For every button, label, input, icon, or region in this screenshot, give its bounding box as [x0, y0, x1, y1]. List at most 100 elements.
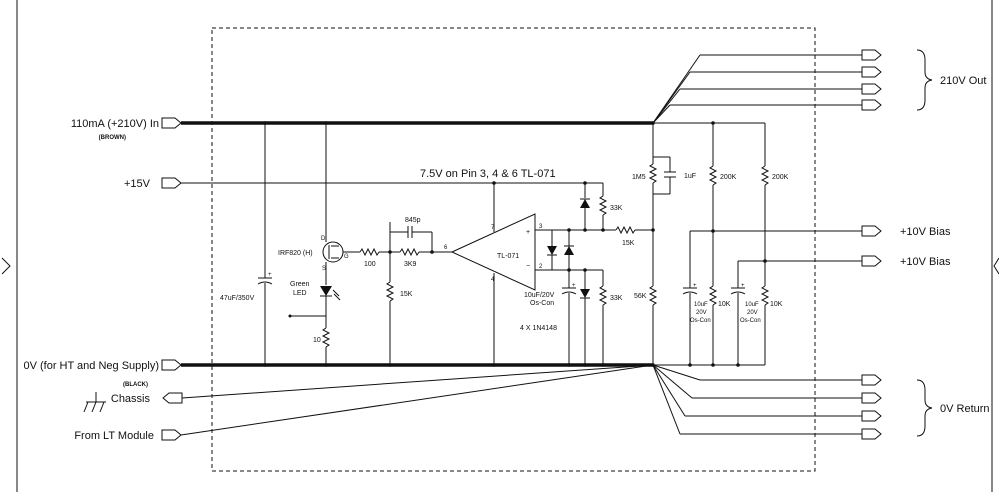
- label-led-line: LED: [293, 290, 307, 297]
- connector-zero-return: [861, 374, 882, 440]
- label-diodes: 4 X 1N4148: [520, 325, 557, 332]
- label-zero-return: 0V Return: [940, 403, 990, 415]
- diode-mid-right: [564, 230, 574, 270]
- label-chassis: Chassis: [111, 393, 151, 405]
- label-r-200k-b: 200K: [772, 174, 789, 181]
- label-c-os-b: 10uF 20V Os-Con: [690, 302, 711, 324]
- label-pin-4: 4: [491, 277, 495, 283]
- svg-text:+: +: [268, 272, 272, 278]
- label-c-os: 10uF/20V Os-Con: [524, 292, 556, 307]
- hv-out-fan: [652, 54, 862, 124]
- label-c-main: 47uF/350V: [220, 295, 255, 302]
- label-pin-2: 2: [539, 264, 543, 270]
- label-c-os-c: 10uF 20V Os-Con: [740, 302, 761, 324]
- resistor-1m5: [648, 163, 658, 184]
- label-r-15k-b: 15K: [622, 240, 635, 247]
- label-r-15k-a: 15K: [400, 291, 413, 298]
- label-r-10k-b: 10K: [770, 301, 783, 308]
- label-mosfet: IRF820 (H): [278, 250, 313, 257]
- label-pin-3: 3: [539, 224, 543, 230]
- sheet-marker-left: [1, 257, 11, 275]
- label-c-os-c-line: Os-Con: [740, 318, 761, 324]
- label-c-os-c-line: 10uF: [745, 302, 759, 308]
- connector-bias-2: [861, 255, 882, 267]
- label-c-feedback: 845p: [405, 217, 421, 224]
- brace-zero-return: [916, 379, 933, 437]
- label-pin-7: 7: [491, 225, 495, 231]
- capacitor-os-con: +: [561, 270, 577, 365]
- label-pin-6: 6: [444, 245, 448, 251]
- connector-hv-in: [161, 117, 182, 129]
- label-r-gate: 100: [364, 261, 376, 268]
- label-c-os-line: 10uF/20V: [524, 292, 555, 299]
- label-mosfet-d: D: [321, 236, 326, 242]
- label-pin-plus: +: [526, 229, 530, 236]
- label-c-1uf: 1uF: [684, 173, 696, 180]
- label-r-33k-bot: 33K: [610, 295, 623, 302]
- label-c-os-line: Os-Con: [530, 300, 554, 307]
- label-led: Green LED: [290, 281, 311, 297]
- label-r-feedback: 3K9: [404, 261, 417, 268]
- opamp-icon: [450, 213, 536, 291]
- svg-text:+: +: [693, 283, 697, 289]
- resistor-56k: [648, 285, 658, 306]
- chassis-ground-icon: [83, 392, 106, 413]
- label-bias-1: +10V Bias: [900, 226, 951, 238]
- capacitor-os-con-c: +: [730, 283, 746, 365]
- connector-from-lt: [161, 429, 182, 441]
- label-c-os-b-line: 20V: [696, 310, 707, 316]
- label-r-10: 10: [313, 337, 321, 344]
- resistor-gate: [359, 247, 380, 257]
- label-hv-in-color: (BROWN): [99, 135, 126, 141]
- resistor-10k-b: [760, 285, 770, 306]
- resistor-10k-a: [708, 285, 718, 306]
- resistor-feedback: [399, 247, 420, 257]
- module-boundary: [211, 27, 816, 472]
- wire-chassis: [181, 364, 654, 399]
- resistor-33k-top: [598, 195, 608, 216]
- wire-from-lt: [180, 364, 654, 436]
- connector-chassis: [162, 392, 183, 404]
- label-led-line: Green: [290, 281, 310, 288]
- label-mosfet-g: G: [344, 254, 349, 260]
- led-icon: [320, 286, 341, 301]
- connector-bias-1: [861, 225, 882, 237]
- resistor-200k-a: [708, 165, 718, 186]
- label-pin-minus: −: [526, 263, 530, 270]
- connector-15v: [161, 177, 182, 189]
- resistor-15k-b: [615, 225, 636, 235]
- svg-text:+: +: [741, 283, 745, 289]
- resistor-200k-b: [760, 165, 770, 186]
- resistor-33k-bot: [598, 285, 608, 306]
- diode-top: [580, 183, 590, 230]
- resistor-15k-a: [385, 281, 395, 302]
- mosfet-icon: [322, 241, 344, 263]
- label-0v-color: (BLACK): [123, 382, 148, 388]
- label-r-1m5: 1M5: [632, 174, 646, 181]
- brace-hv-out: [916, 49, 933, 111]
- label-bias-2: +10V Bias: [900, 256, 951, 268]
- capacitor-os-con-b: +: [682, 283, 698, 365]
- junction-dots: [263, 121, 767, 367]
- label-c-os-b-line: 10uF: [694, 302, 708, 308]
- resistor-10: [321, 327, 331, 348]
- label-r-56k: 56K: [634, 293, 647, 300]
- capacitor-feedback: [400, 226, 432, 238]
- label-c-os-c-line: 20V: [747, 310, 758, 316]
- connector-hv-out: [861, 49, 882, 111]
- svg-text:+: +: [572, 283, 576, 289]
- diode-mid-left: [547, 230, 557, 270]
- label-mosfet-s: S: [322, 266, 326, 272]
- diode-bottom: [580, 270, 590, 365]
- label-from-lt: From LT Module: [74, 430, 154, 442]
- label-15v: +15V: [124, 178, 151, 190]
- label-hv-in: 110mA (+210V) In: [71, 118, 159, 130]
- sheet-marker-right: [993, 257, 999, 275]
- capacitor-1uf: [664, 157, 676, 194]
- annotation-pin-voltage: 7.5V on Pin 3, 4 & 6 TL-071: [420, 168, 556, 180]
- label-r-10k-a: 10K: [718, 301, 731, 308]
- label-c-os-b-line: Os-Con: [690, 318, 711, 324]
- capacitor-main: +: [257, 123, 273, 365]
- label-hv-out: 210V Out: [940, 75, 986, 87]
